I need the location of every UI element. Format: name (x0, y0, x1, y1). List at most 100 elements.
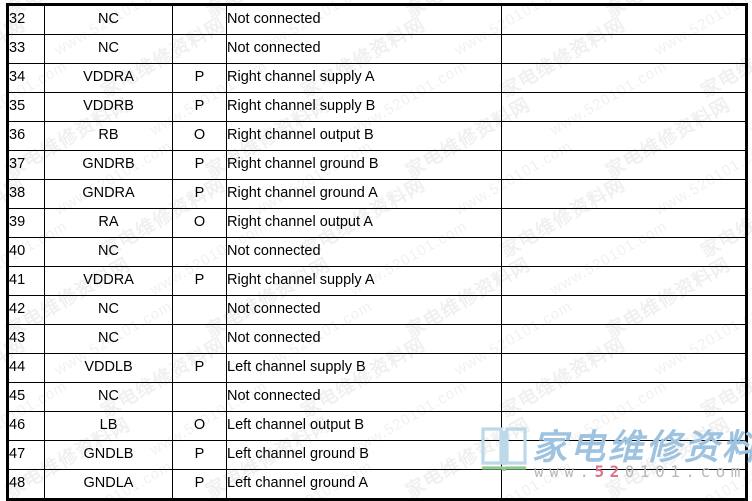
table-cell-extra (501, 92, 747, 122)
table-cell-extra (501, 469, 747, 500)
table-cell-signal-name: NC (44, 34, 173, 64)
table-cell-description: Not connected (226, 34, 502, 64)
table-cell-signal-name: NC (44, 295, 173, 325)
table-cell-pin: 39 (7, 208, 45, 238)
table-cell-signal-name: VDDLB (44, 353, 173, 383)
table-cell-type: P (172, 92, 227, 122)
table-cell-description: Not connected (226, 295, 502, 325)
table-cell-type: O (172, 121, 227, 151)
table-cell-description: Right channel supply A (226, 63, 502, 93)
table-cell-description: Not connected (226, 4, 502, 35)
table-cell-pin: 38 (7, 179, 45, 209)
table-cell-description: Right channel supply B (226, 92, 502, 122)
table-cell-pin: 33 (7, 34, 45, 64)
table-cell-pin: 47 (7, 440, 45, 470)
table-cell-description: Left channel ground B (226, 440, 502, 470)
table-cell-signal-name: NC (44, 4, 173, 35)
table-cell-extra (501, 4, 747, 35)
table-cell-description: Right channel ground A (226, 179, 502, 209)
table-cell-extra (501, 353, 747, 383)
table-cell-pin: 36 (7, 121, 45, 151)
table-cell-extra (501, 324, 747, 354)
table-cell-signal-name: NC (44, 237, 173, 267)
table-cell-type (172, 324, 227, 354)
table-cell-signal-name: VDDRA (44, 63, 173, 93)
table-cell-type (172, 382, 227, 412)
table-cell-extra (501, 440, 747, 470)
table-cell-type: P (172, 150, 227, 180)
table-cell-signal-name: GNDLB (44, 440, 173, 470)
table-cell-type: O (172, 411, 227, 441)
table-cell-extra (501, 266, 747, 296)
table-cell-type (172, 4, 227, 35)
table-cell-type: P (172, 440, 227, 470)
table-cell-extra (501, 382, 747, 412)
table-cell-type (172, 295, 227, 325)
table-cell-type: P (172, 266, 227, 296)
table-cell-signal-name: GNDRB (44, 150, 173, 180)
table-cell-description: Not connected (226, 382, 502, 412)
table-cell-extra (501, 179, 747, 209)
table-cell-signal-name: NC (44, 382, 173, 412)
table-cell-description: Left channel output B (226, 411, 502, 441)
table-cell-signal-name: LB (44, 411, 173, 441)
table-cell-pin: 48 (7, 469, 45, 500)
table-cell-signal-name: RB (44, 121, 173, 151)
table-cell-signal-name: VDDRB (44, 92, 173, 122)
table-cell-type (172, 237, 227, 267)
table-cell-extra (501, 150, 747, 180)
table-cell-description: Right channel output A (226, 208, 502, 238)
table-cell-description: Not connected (226, 237, 502, 267)
table-cell-pin: 37 (7, 150, 45, 180)
table-cell-pin: 32 (7, 4, 45, 35)
table-cell-description: Right channel supply A (226, 266, 502, 296)
table-cell-type: P (172, 353, 227, 383)
table-cell-type (172, 34, 227, 64)
table-cell-signal-name: GNDRA (44, 179, 173, 209)
table-cell-pin: 43 (7, 324, 45, 354)
table-cell-pin: 42 (7, 295, 45, 325)
table-cell-extra (501, 295, 747, 325)
table-cell-extra (501, 63, 747, 93)
table-cell-description: Left channel supply B (226, 353, 502, 383)
table-cell-extra (501, 34, 747, 64)
table-cell-pin: 40 (7, 237, 45, 267)
table-cell-extra (501, 411, 747, 441)
table-cell-type: P (172, 179, 227, 209)
table-cell-description: Right channel output B (226, 121, 502, 151)
table-cell-description: Not connected (226, 324, 502, 354)
table-cell-pin: 41 (7, 266, 45, 296)
table-cell-pin: 35 (7, 92, 45, 122)
table-cell-pin: 34 (7, 63, 45, 93)
table-cell-extra (501, 208, 747, 238)
table-cell-signal-name: RA (44, 208, 173, 238)
table-cell-signal-name: NC (44, 324, 173, 354)
table-cell-extra (501, 237, 747, 267)
table-cell-description: Right channel ground B (226, 150, 502, 180)
table-cell-signal-name: VDDRA (44, 266, 173, 296)
table-cell-type: P (172, 63, 227, 93)
table-cell-type: P (172, 469, 227, 500)
table-cell-signal-name: GNDLA (44, 469, 173, 500)
table-cell-description: Left channel ground A (226, 469, 502, 500)
table-cell-extra (501, 121, 747, 151)
table-cell-pin: 44 (7, 353, 45, 383)
